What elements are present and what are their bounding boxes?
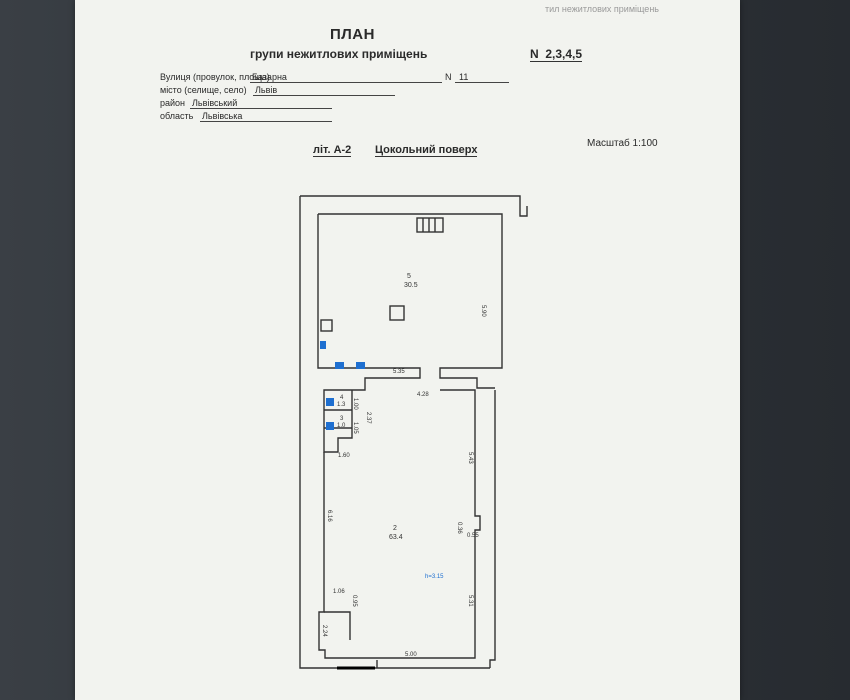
region-value: Львівська bbox=[200, 111, 332, 122]
n-prefix: N bbox=[530, 47, 539, 61]
dim-1-60: 1.60 bbox=[338, 453, 350, 459]
street-label: Вулиця (провулок, площа) bbox=[160, 72, 270, 82]
dim-1-06: 1.06 bbox=[333, 589, 345, 595]
sink-icon bbox=[335, 362, 344, 369]
scale-label: Масштаб 1:100 bbox=[587, 138, 658, 149]
room-3-area: 1.0 bbox=[337, 423, 346, 429]
page-subtitle: групи нежитлових приміщень bbox=[250, 47, 428, 61]
dim-5-35: 5.35 bbox=[393, 369, 405, 375]
room2-bottom-left bbox=[324, 611, 351, 640]
outer-wall bbox=[300, 195, 528, 217]
floor-plan: 5 30.5 4 1.3 3 1.0 2 63.4 5.90 5.35 4.28… bbox=[299, 195, 528, 670]
rooms-numbers: 2,3,4,5 bbox=[545, 47, 583, 61]
dim-5-31: 5.31 bbox=[467, 595, 473, 607]
room-3-number: 3 bbox=[340, 416, 344, 422]
inner-wall bbox=[318, 213, 503, 389]
dim-0-95: 0.95 bbox=[351, 595, 357, 607]
dim-1-05: 1.05 bbox=[352, 422, 358, 434]
room-4-number: 4 bbox=[340, 395, 344, 401]
toilet-icon bbox=[326, 422, 334, 430]
city-value: Львів bbox=[253, 85, 395, 96]
washbasin-icon bbox=[326, 398, 334, 406]
radiator-icon bbox=[320, 341, 326, 349]
dim-2-24: 2.24 bbox=[321, 625, 327, 637]
page-title: ПЛАН bbox=[330, 26, 375, 43]
district-label: район bbox=[160, 98, 186, 108]
room-group-numbers: N 2,3,4,5 bbox=[530, 47, 583, 62]
dim-5-00: 5.00 bbox=[405, 652, 417, 658]
floor-name: Цокольний поверх bbox=[375, 144, 478, 157]
inner-wall-left bbox=[317, 214, 421, 453]
house-number-label: N bbox=[445, 72, 452, 82]
document-page: тил нежитлових приміщень ПЛАН групи нежи… bbox=[75, 0, 740, 700]
region-label: область bbox=[160, 111, 194, 121]
city-label: місто (селище, село) bbox=[160, 85, 247, 95]
room-5-area: 30.5 bbox=[404, 282, 418, 289]
dim-5-90: 5.90 bbox=[480, 305, 486, 317]
building-letter: літ. А-2 bbox=[313, 144, 352, 157]
room-2-area: 63.4 bbox=[389, 534, 403, 541]
ceiling-height: h=3.15 bbox=[425, 574, 444, 580]
outer-wall-left bbox=[299, 196, 490, 669]
room2-wall bbox=[318, 389, 481, 659]
dim-5-43: 5.43 bbox=[467, 452, 473, 464]
street-value: Базарна bbox=[250, 72, 442, 83]
dim-1-00: 1.00 bbox=[352, 398, 358, 410]
room-5-number: 5 bbox=[407, 273, 411, 280]
dim-2-37: 2.37 bbox=[365, 412, 371, 424]
sink-icon-2 bbox=[356, 362, 365, 369]
room-2-number: 2 bbox=[393, 525, 397, 532]
stove-icon bbox=[320, 319, 333, 332]
district-value: Львівський bbox=[190, 98, 332, 109]
outer-wall-right bbox=[489, 390, 496, 668]
dim-4-28: 4.28 bbox=[417, 392, 429, 398]
dim-0-36: 0.36 bbox=[456, 522, 462, 534]
column bbox=[389, 305, 405, 321]
room-4-area: 1.3 bbox=[337, 402, 346, 408]
stairs bbox=[416, 217, 444, 233]
dim-6-16: 6.16 bbox=[326, 510, 332, 522]
dim-0-55: 0.55 bbox=[467, 533, 479, 539]
faded-header-text: тил нежитлових приміщень bbox=[545, 4, 659, 14]
house-number-value: 11 bbox=[455, 72, 509, 83]
